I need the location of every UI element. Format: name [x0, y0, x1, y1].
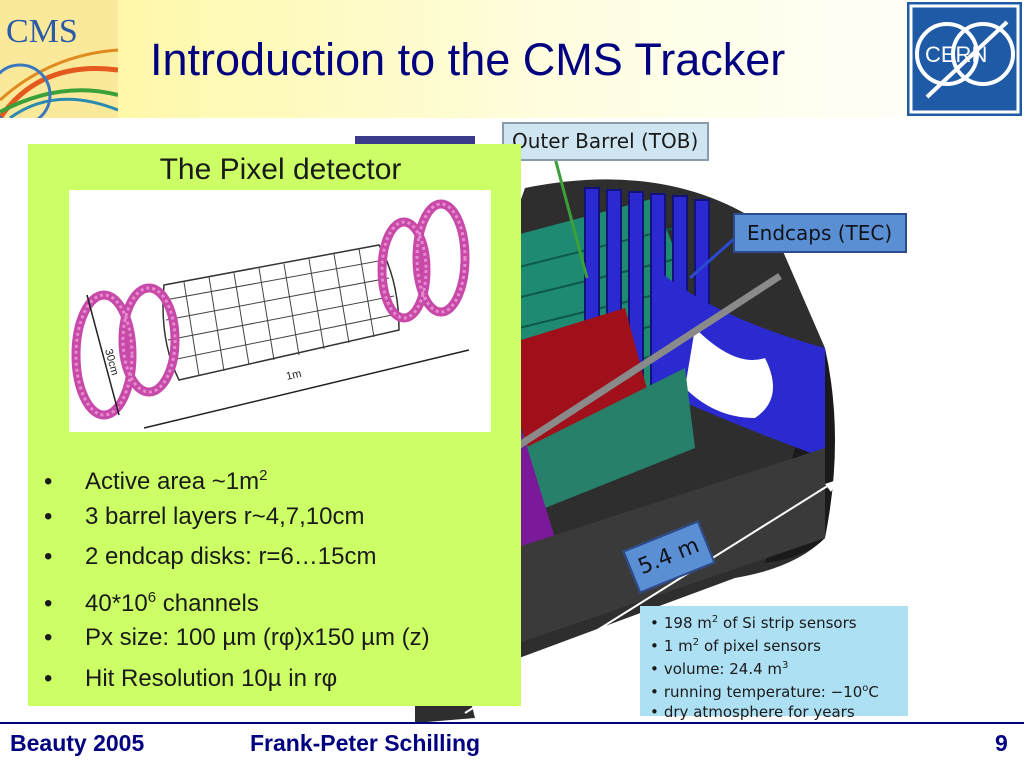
fact-item: 1 m2 of pixel sensors: [650, 633, 902, 656]
beam-pipe: [513, 273, 782, 451]
slide-title: Introduction to the CMS Tracker: [150, 34, 786, 85]
bullet-item: •3 barrel layers r~4,7,10cm: [44, 502, 365, 530]
svg-text:CERN: CERN: [925, 42, 987, 67]
tracker-lower-teal: [505, 368, 695, 508]
slide-header: CMS Introduction to the CMS Tracker CERN: [0, 0, 1024, 118]
panel-title: The Pixel detector: [159, 153, 402, 186]
svg-text:1m: 1m: [285, 368, 303, 383]
length-arrow: [464, 479, 838, 714]
fact-item: running temperature: −10oC: [650, 679, 902, 702]
tracker-beam-hole: [685, 328, 773, 418]
tob-arrow: [553, 157, 589, 279]
bullet-item: •Active area ~1m2: [44, 467, 268, 495]
pixel-bullet-list: •Active area ~1m2 •3 barrel layers r~4,7…: [44, 456, 430, 699]
tracker-facts-box: 198 m2 of Si strip sensors 1 m2 of pixel…: [640, 606, 908, 721]
tob-label: Outer Barrel (TOB): [502, 122, 709, 161]
footer-author: Frank-Peter Schilling: [250, 730, 481, 756]
svg-text:CMS: CMS: [6, 13, 78, 50]
fact-item: 198 m2 of Si strip sensors: [650, 610, 902, 633]
diameter-line: [86, 294, 120, 416]
cern-logo: CERN: [907, 2, 1022, 116]
bullet-item: •40*106 channels: [44, 588, 259, 617]
length-line: [143, 349, 470, 429]
fact-item: dry atmosphere for years: [650, 702, 902, 722]
fact-item: volume: 24.4 m3: [650, 656, 902, 679]
pixel-barrel-grid: [164, 248, 398, 377]
tec-arrow: [689, 236, 736, 280]
page-number: 9: [995, 730, 1008, 756]
footer-event: Beauty 2005: [10, 730, 145, 756]
pixel-detector-panel: The Pixel detector: [28, 144, 521, 706]
footer-divider: [0, 722, 1024, 724]
pixel-detector-diagram: 30cm 1m: [69, 190, 491, 432]
cms-logo: CMS: [0, 0, 118, 118]
bullet-item: •Px size: 100 µm (rφ)x150 µm (z): [44, 624, 430, 651]
tec-label: Endcaps (TEC): [733, 213, 907, 253]
bullet-item: •2 endcap disks: r=6…15cm: [44, 543, 377, 570]
bullet-item: •Hit Resolution 10µ in rφ: [44, 664, 338, 692]
pixel-barrel: [162, 244, 400, 381]
